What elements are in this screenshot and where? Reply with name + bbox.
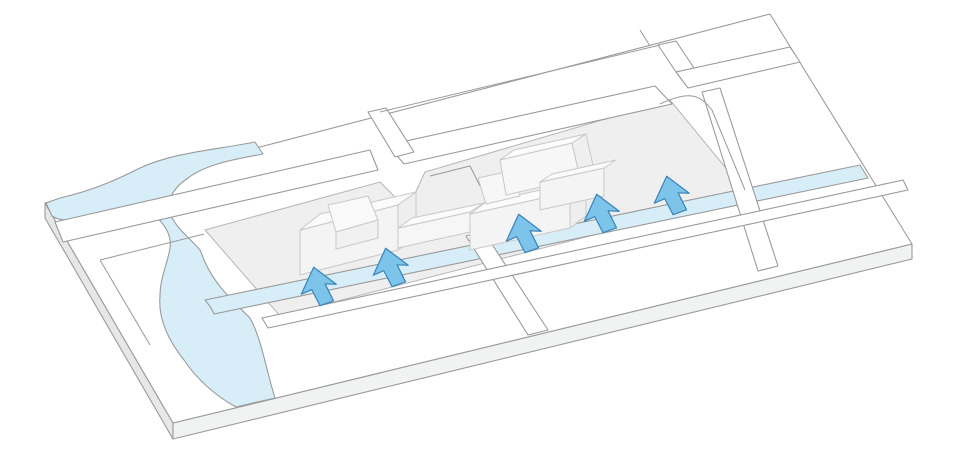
buildings	[299, 133, 617, 276]
up-arrow-icon-5	[653, 175, 690, 216]
up-arrow-icon-4	[583, 193, 620, 234]
arrows-layer	[300, 175, 690, 307]
road-ne-diag	[675, 46, 801, 89]
up-arrow-icon-2	[372, 247, 409, 288]
block-edges	[99, 29, 746, 346]
road-north	[54, 149, 379, 243]
road-north-east	[387, 85, 673, 165]
water	[45, 141, 869, 408]
up-arrow-icon-3	[505, 213, 542, 254]
road-centre-ns	[367, 107, 415, 158]
road-front	[261, 179, 909, 329]
roads	[54, 40, 909, 336]
up-arrow-icon-1	[300, 266, 337, 307]
building-east	[499, 133, 617, 211]
canal	[204, 164, 869, 315]
river-west	[45, 141, 276, 408]
road-east-ns	[701, 87, 779, 272]
